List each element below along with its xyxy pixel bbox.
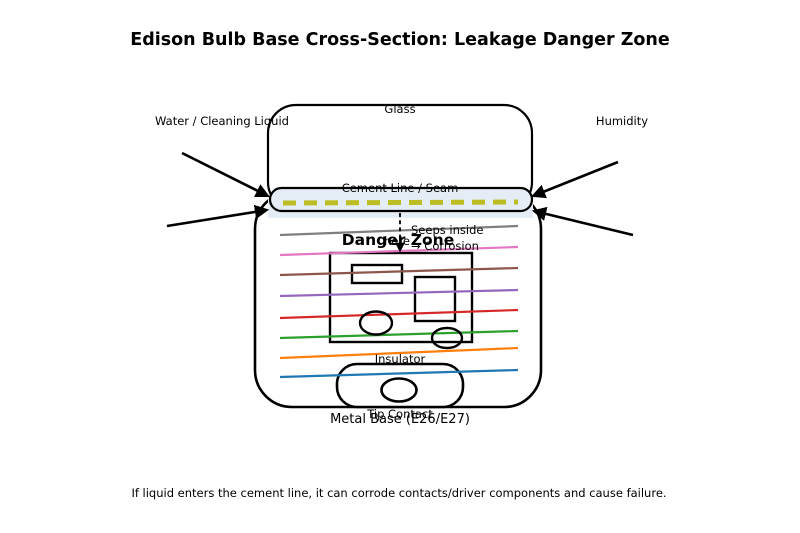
caption-text: If liquid enters the cement line, it can… — [131, 486, 666, 500]
tip-contact-ellipse — [380, 377, 418, 403]
driver-box-outline — [328, 251, 474, 344]
water-source-label: Water / Cleaning Liquid — [155, 114, 289, 128]
humidity-source-label: Humidity — [596, 114, 648, 128]
cement-dashed-seam — [282, 199, 519, 206]
thread-line-brown — [279, 266, 519, 277]
water-leak-arrow-upper — [181, 151, 270, 198]
thread-line-blue — [279, 368, 519, 379]
driver-component-rect-small — [350, 263, 404, 285]
water-leak-arrow-lower — [166, 204, 270, 228]
driver-component-ellipse-right — [430, 326, 464, 350]
insulator-label: Insulator — [375, 352, 426, 366]
seep-note-line1: Seeps inside — [411, 223, 483, 237]
thread-line-purple — [279, 288, 519, 298]
seep-note-line2: → Corrosion — [411, 239, 479, 253]
tip-contact-label: Tip Contact — [366, 407, 433, 421]
glass-label: Glass — [384, 102, 415, 116]
thread-line-green — [279, 329, 519, 340]
danger-zone-label: Danger Zone — [342, 231, 454, 249]
thread-line-orange — [279, 346, 519, 360]
humidity-leak-arrow-upper — [531, 160, 619, 199]
humidity-leak-arrow-lower — [531, 206, 634, 237]
driver-component-ellipse-left — [358, 310, 394, 336]
seep-here-label: here — [384, 234, 410, 248]
metal-base-label: Metal Base (E26/E27) — [330, 412, 470, 427]
diagram-title: Edison Bulb Base Cross-Section: Leakage … — [130, 30, 670, 50]
cement-line-label: Cement Line / Seam — [342, 181, 459, 195]
thread-line-red — [279, 308, 519, 320]
thread-line-gray — [279, 224, 519, 237]
driver-component-rect-tall — [413, 275, 457, 323]
